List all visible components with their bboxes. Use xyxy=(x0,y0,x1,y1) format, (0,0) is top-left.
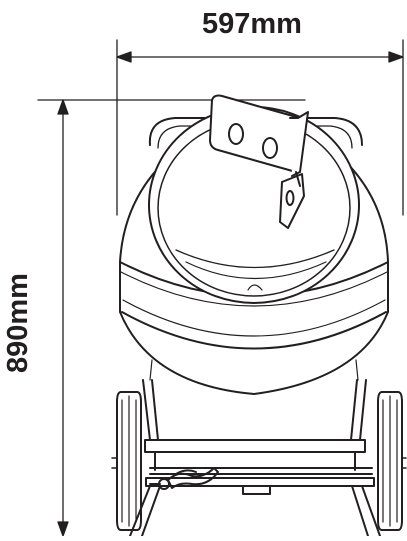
frame xyxy=(129,379,381,537)
height-label: 890mm xyxy=(2,273,34,373)
height-arrow-bottom xyxy=(57,521,69,537)
support-strut-right xyxy=(361,485,381,537)
height-arrow-top xyxy=(57,99,69,115)
frame-leg-left xyxy=(142,379,151,441)
left-tire xyxy=(116,391,142,531)
width-dimension xyxy=(116,39,404,216)
tilt-handle xyxy=(149,467,219,490)
inner-drum-edge xyxy=(175,249,335,269)
width-arrow-right xyxy=(388,51,404,63)
paddle-lower xyxy=(279,173,305,229)
width-label: 597mm xyxy=(202,8,302,40)
height-dimension xyxy=(37,99,306,537)
support-strut-left xyxy=(129,485,151,537)
width-arrow-left xyxy=(116,51,132,63)
base-bar xyxy=(145,477,375,487)
frame-crossbar xyxy=(144,439,366,453)
drum-bottom-hole xyxy=(247,284,263,291)
frame-leg-right xyxy=(359,379,367,441)
left-wheel xyxy=(111,391,142,531)
right-tire xyxy=(377,391,403,531)
mixing-paddles xyxy=(209,94,309,229)
drum-band-lower xyxy=(121,311,387,350)
right-wheel xyxy=(377,391,407,531)
